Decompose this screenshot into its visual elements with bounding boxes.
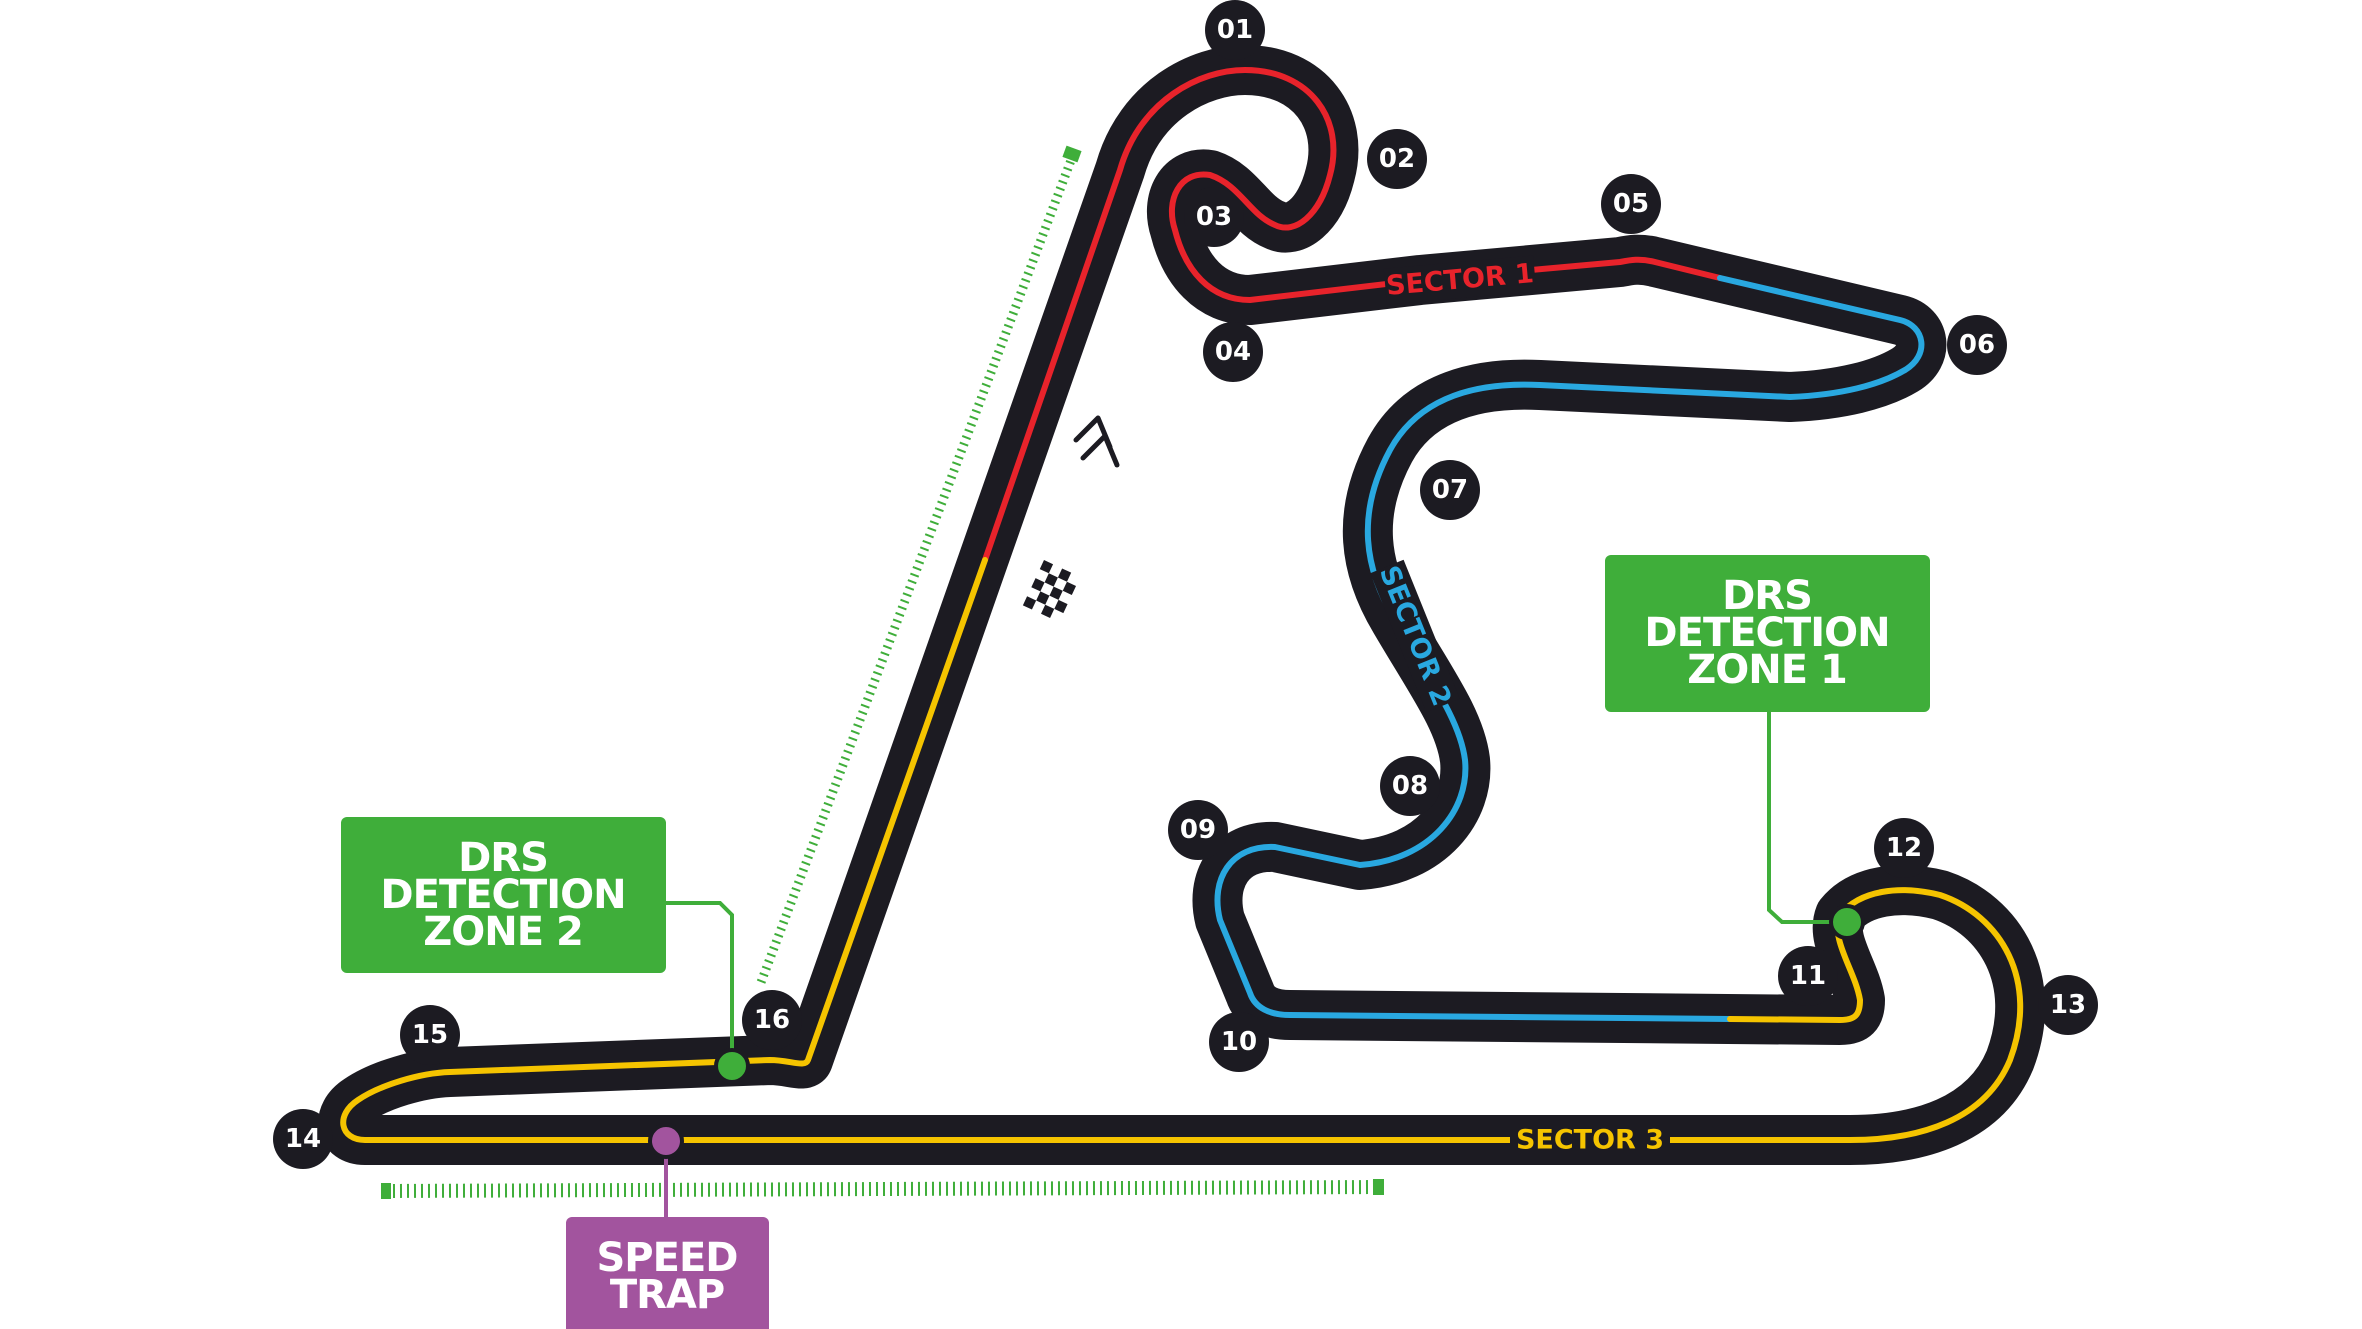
drs-detection-zone-2-connector [665, 901, 734, 1063]
turn-badge-07: 07 [1420, 460, 1480, 520]
turn-badge-03: 03 [1184, 187, 1244, 247]
svg-text:11: 11 [1790, 961, 1826, 991]
direction-chevrons-icon [1073, 415, 1120, 468]
drs-detection-zone-2-marker [714, 1048, 750, 1084]
turn-badge-15: 15 [400, 1005, 460, 1065]
sector-1-line [982, 67, 1723, 563]
drs-detection-zone-1-connector [1767, 712, 1845, 924]
drs-detection-zone-2: DRS DETECTION ZONE 2 [341, 817, 750, 1084]
svg-text:07: 07 [1432, 475, 1468, 505]
speed-trap-marker [648, 1123, 684, 1159]
drs-detection-zone-1-line3: ZONE 1 [1687, 647, 1847, 693]
sector-3-line [340, 557, 2024, 1143]
turn-badge-05: 05 [1601, 174, 1661, 234]
svg-text:10: 10 [1221, 1027, 1257, 1057]
turn-badge-09: 09 [1168, 800, 1228, 860]
drs-zone-back-straight-start [381, 1183, 391, 1199]
svg-text:04: 04 [1215, 337, 1251, 367]
drs-zones [381, 145, 1384, 1199]
chequered-flag-icon [1022, 560, 1081, 623]
turn-badge-10: 10 [1209, 1012, 1269, 1072]
svg-text:01: 01 [1217, 15, 1253, 45]
drs-detection-zone-2-line1: DRS [458, 835, 548, 881]
svg-text:16: 16 [754, 1005, 790, 1035]
drs-detection-zone-2-line2: DETECTION [380, 872, 625, 918]
svg-text:09: 09 [1180, 815, 1216, 845]
sector-3-label: SECTOR 3 [1516, 1125, 1664, 1156]
drs-zone-back-straight-end [1373, 1179, 1384, 1195]
turn-badge-11: 11 [1778, 946, 1838, 1006]
svg-text:06: 06 [1959, 330, 1995, 360]
svg-text:12: 12 [1886, 833, 1922, 863]
speed-trap-line1: SPEED [597, 1235, 738, 1281]
svg-text:02: 02 [1379, 144, 1415, 174]
drs-zone-main-straight-end [1062, 145, 1082, 163]
drs-zone-main-straight [755, 153, 1078, 987]
speed-trap-line2: TRAP [610, 1272, 724, 1318]
svg-text:13: 13 [2050, 990, 2086, 1020]
drs-detection-zone-2-line3: ZONE 2 [423, 909, 583, 955]
turn-badge-02: 02 [1367, 129, 1427, 189]
turn-badge-16: 16 [742, 990, 802, 1050]
turn-badge-13: 13 [2038, 975, 2098, 1035]
turn-badges: 01 02 03 04 05 06 07 08 09 10 11 12 13 1… [273, 0, 2098, 1169]
drs-detection-zone-1-marker [1829, 904, 1865, 940]
drs-zone-back-straight [385, 1180, 1383, 1198]
turn-badge-12: 12 [1874, 818, 1934, 878]
turn-badge-04: 04 [1203, 322, 1263, 382]
svg-text:05: 05 [1613, 189, 1649, 219]
drs-detection-zone-1: DRS DETECTION ZONE 1 [1605, 555, 1930, 940]
speed-trap: SPEED TRAP [566, 1123, 769, 1329]
turn-badge-06: 06 [1947, 315, 2007, 375]
drs-detection-zone-1-line2: DETECTION [1644, 610, 1889, 656]
svg-text:03: 03 [1196, 202, 1232, 232]
drs-detection-zone-1-line1: DRS [1722, 573, 1812, 619]
turn-badge-14: 14 [273, 1109, 333, 1169]
turn-badge-01: 01 [1205, 0, 1265, 60]
turn-badge-08: 08 [1380, 756, 1440, 816]
svg-text:14: 14 [285, 1124, 321, 1154]
svg-text:15: 15 [412, 1020, 448, 1050]
svg-text:08: 08 [1392, 771, 1428, 801]
